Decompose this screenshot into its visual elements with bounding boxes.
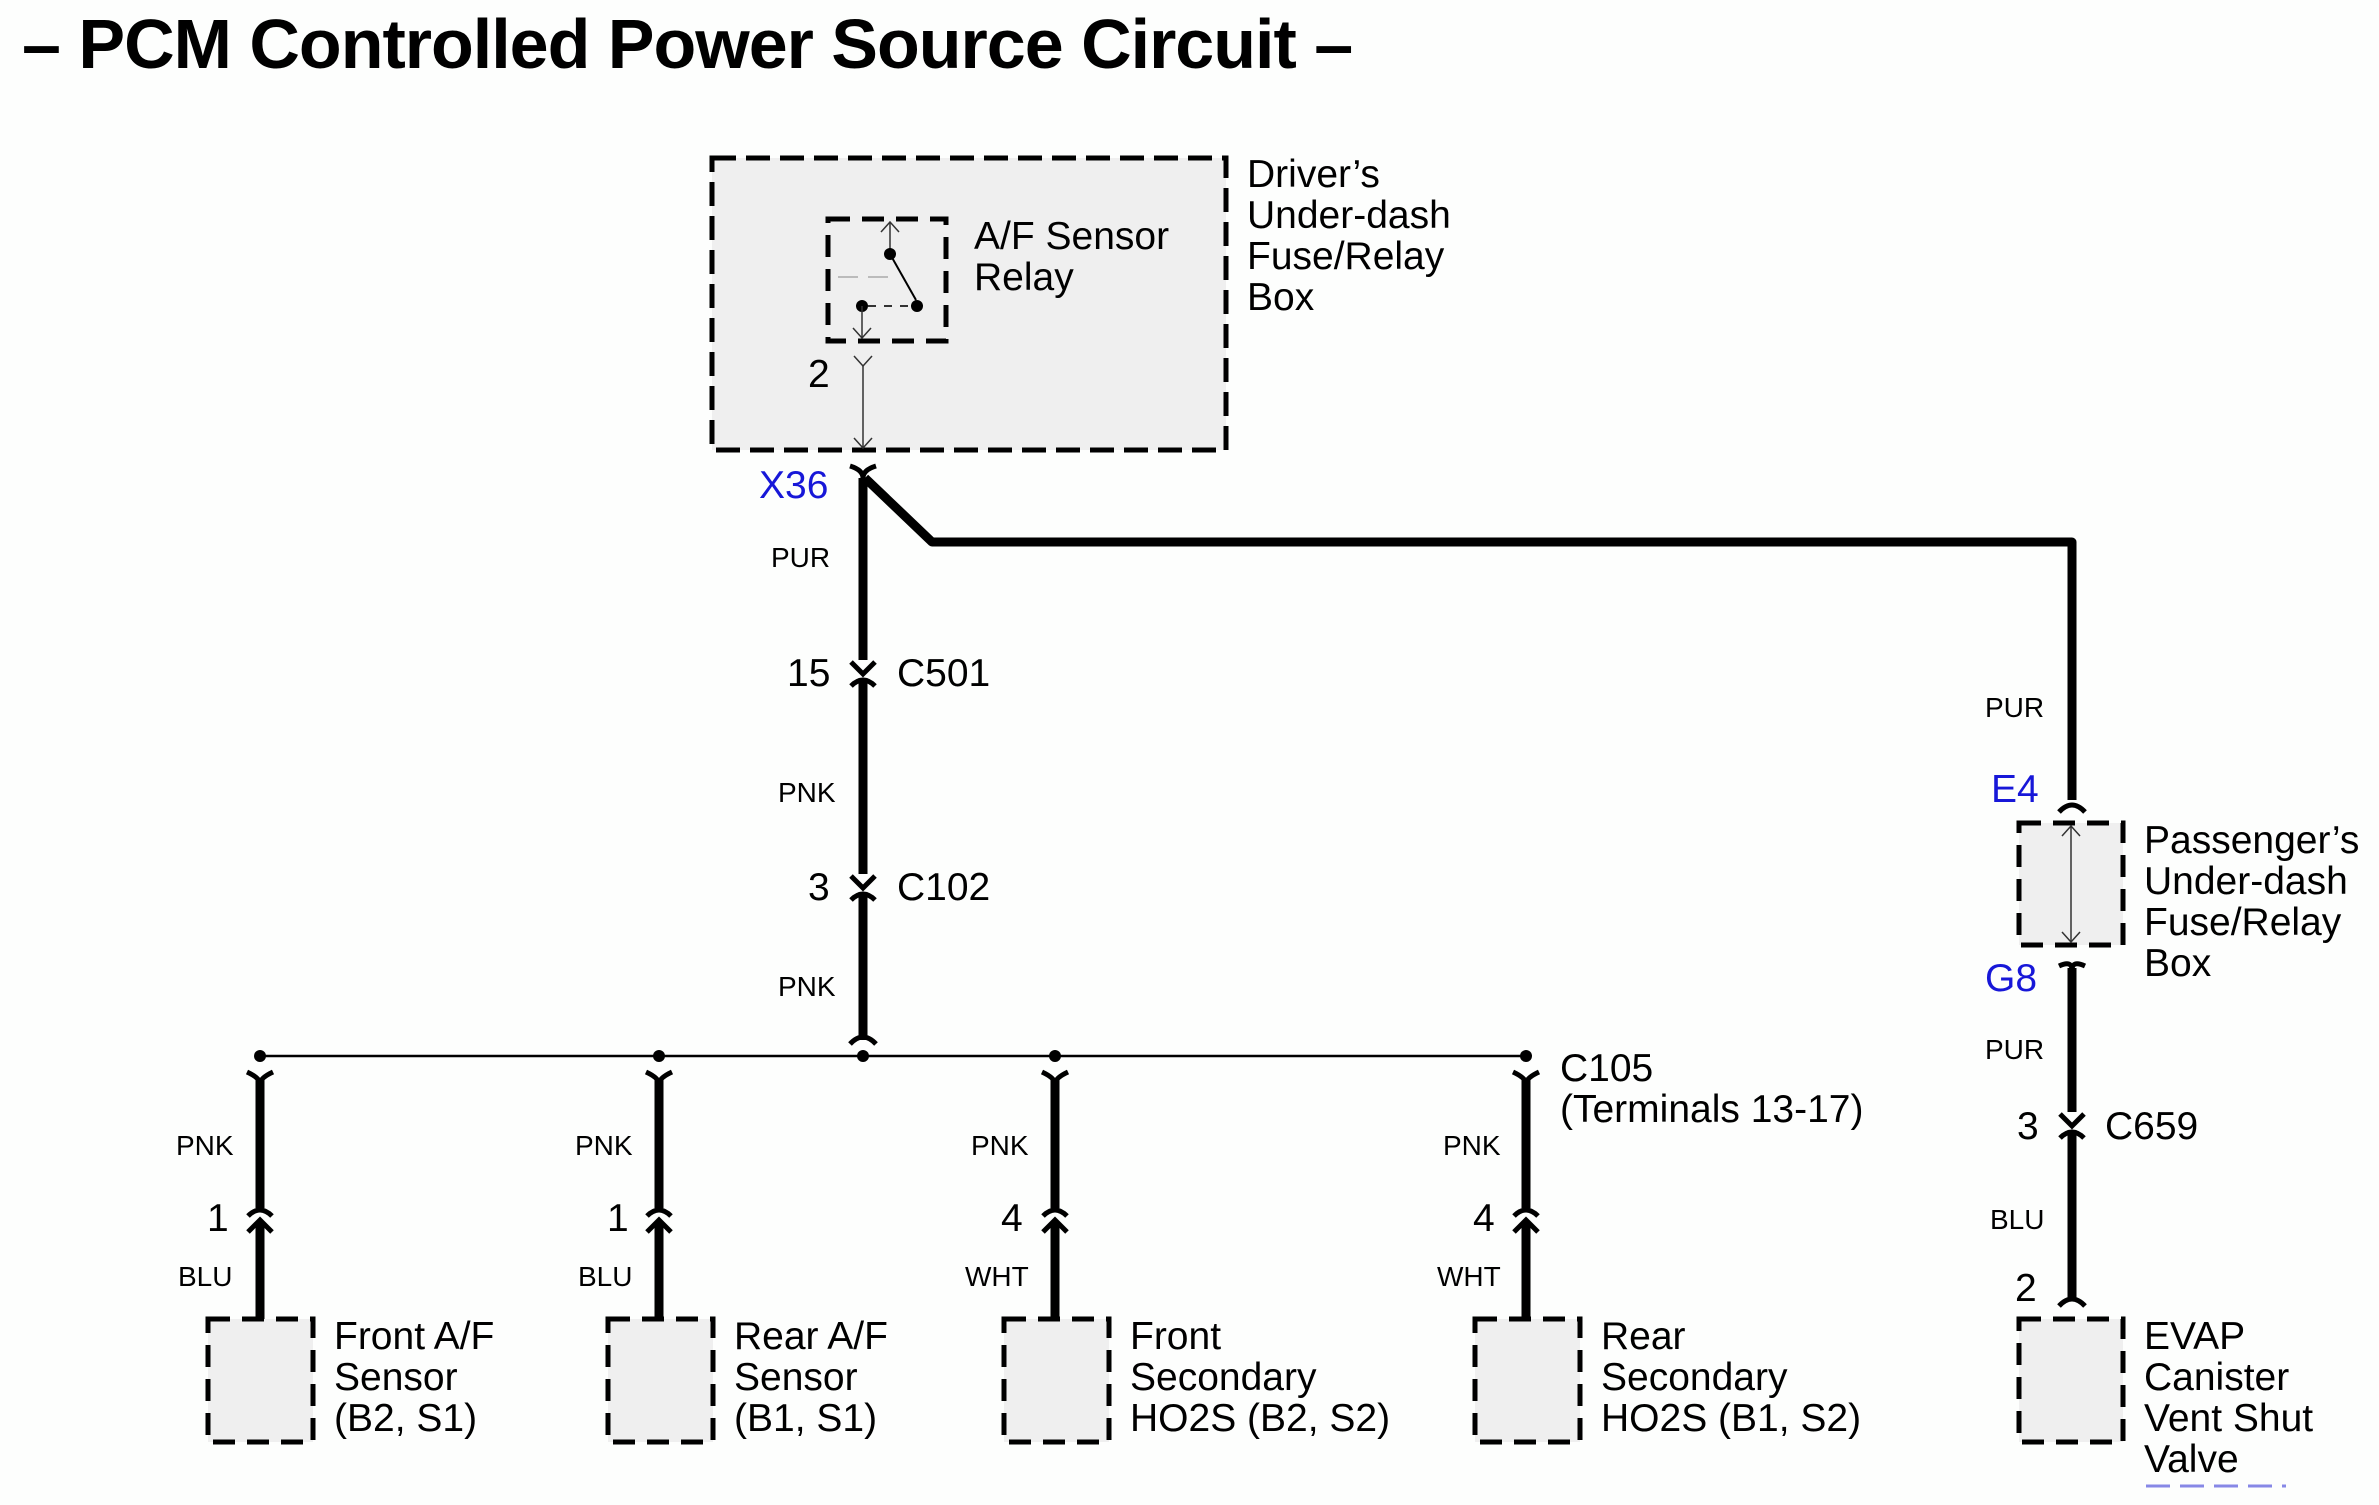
bus-junction-dot xyxy=(1049,1050,1061,1062)
evap-wire-color-pur-1: PUR xyxy=(1985,692,2045,723)
sensor-3-lower-wire: WHT xyxy=(965,1261,1029,1292)
sensor-1-label: Front A/F Sensor (B2, S1) xyxy=(334,1315,495,1440)
sensor-component-box[interactable] xyxy=(205,1316,316,1445)
driver-fuse-box[interactable] xyxy=(709,155,1229,453)
sensor-1-upper-wire: PNK xyxy=(176,1130,234,1161)
sensor-4-label: Rear Secondary HO2S (B1, S2) xyxy=(1601,1315,1862,1440)
driver-fuse-box-label: Driver’s Under-dash Fuse/Relay Box xyxy=(1247,153,1451,319)
branch-inline-connector-arrow-icon xyxy=(645,1216,673,1234)
sensor-4-upper-wire: PNK xyxy=(1443,1130,1501,1161)
bus-junction-dot xyxy=(1520,1050,1532,1062)
sensor-component-box[interactable] xyxy=(605,1316,716,1445)
c501-label[interactable]: C501 xyxy=(897,652,991,695)
sensor-branch-3 xyxy=(1001,1069,1112,1445)
branch-inline-connector-icon xyxy=(1041,1207,1069,1218)
branch-inline-connector-icon xyxy=(246,1207,274,1218)
sensor-3-terminal: 4 xyxy=(1001,1197,1023,1240)
sensor-3-upper-wire: PNK xyxy=(971,1130,1029,1161)
relay-terminal-label: 2 xyxy=(808,353,830,396)
sensor-1-lower-wire: BLU xyxy=(178,1261,233,1292)
c105-label[interactable]: C105 xyxy=(1560,1047,1654,1090)
relay-switch-icon xyxy=(838,220,923,340)
page-title: – PCM Controlled Power Source Circuit – xyxy=(22,5,1353,83)
sensor-2-terminal: 1 xyxy=(607,1197,629,1240)
e4-connector-icon xyxy=(2057,802,2087,814)
branch-inline-connector-arrow-icon xyxy=(1041,1216,1069,1234)
sensor-component-box[interactable] xyxy=(1472,1316,1583,1445)
c105-main-connector-icon xyxy=(848,1034,878,1046)
c102-label[interactable]: C102 xyxy=(897,866,991,909)
wire-color-pur: PUR xyxy=(771,542,831,573)
c105-note: (Terminals 13-17) xyxy=(1560,1088,1864,1131)
af-sensor-relay-label: A/F Sensor Relay xyxy=(974,215,1170,299)
g8-connector-label[interactable]: G8 xyxy=(1985,957,2038,1000)
sensor-1-terminal: 1 xyxy=(207,1197,229,1240)
bus-junctions xyxy=(254,1050,1532,1062)
passenger-fuse-line xyxy=(2061,824,2081,944)
sensor-2-lower-wire: BLU xyxy=(578,1261,633,1292)
sensor-3-label: Front Secondary HO2S (B2, S2) xyxy=(1130,1315,1391,1440)
sensor-branch-4 xyxy=(1472,1069,1583,1445)
sensor-branch-1 xyxy=(205,1069,316,1445)
bus-junction-dot xyxy=(857,1050,869,1062)
relay-output-line xyxy=(853,355,873,450)
c102-terminal: 3 xyxy=(808,866,830,909)
branch-inline-connector-arrow-icon xyxy=(1512,1216,1540,1234)
evap-wire-color-pur-2: PUR xyxy=(1985,1034,2045,1065)
x36-connector-label[interactable]: X36 xyxy=(759,464,829,507)
x36-connector-icon xyxy=(849,463,877,479)
evap-wire-color-blu: BLU xyxy=(1990,1204,2045,1235)
evap-valve-box[interactable] xyxy=(2016,1316,2126,1445)
sensor-4-terminal: 4 xyxy=(1473,1197,1495,1240)
sensor-branches xyxy=(205,1069,1583,1445)
sensor-2-label: Rear A/F Sensor (B1, S1) xyxy=(734,1315,888,1440)
sensor-2-upper-wire: PNK xyxy=(575,1130,633,1161)
wire-color-pnk-2: PNK xyxy=(778,971,836,1002)
branch-inline-connector-icon xyxy=(645,1207,673,1218)
sensor-branch-2 xyxy=(605,1069,716,1445)
branch-inline-connector-arrow-icon xyxy=(246,1216,274,1234)
wire-color-pnk-1: PNK xyxy=(778,777,836,808)
evap-valve-terminal: 2 xyxy=(2015,1267,2037,1310)
passenger-fuse-box-label: Passenger’s Under-dash Fuse/Relay Box xyxy=(2144,819,2360,985)
c659-label[interactable]: C659 xyxy=(2105,1105,2199,1148)
af-sensor-relay[interactable] xyxy=(825,216,949,344)
branch-inline-connector-icon xyxy=(1512,1207,1540,1218)
c501-terminal: 15 xyxy=(787,652,831,695)
sensor-4-lower-wire: WHT xyxy=(1437,1261,1501,1292)
bus-junction-dot xyxy=(653,1050,665,1062)
c659-terminal: 3 xyxy=(2017,1105,2039,1148)
bus-junction-dot xyxy=(254,1050,266,1062)
e4-connector-label[interactable]: E4 xyxy=(1991,768,2039,811)
evap-terminal-connector-icon xyxy=(2057,1296,2087,1308)
sensor-component-box[interactable] xyxy=(1001,1316,1112,1445)
evap-feed-wire-pur[interactable] xyxy=(861,474,2077,800)
evap-valve-label: EVAP Canister Vent Shut Valve xyxy=(2144,1315,2314,1481)
